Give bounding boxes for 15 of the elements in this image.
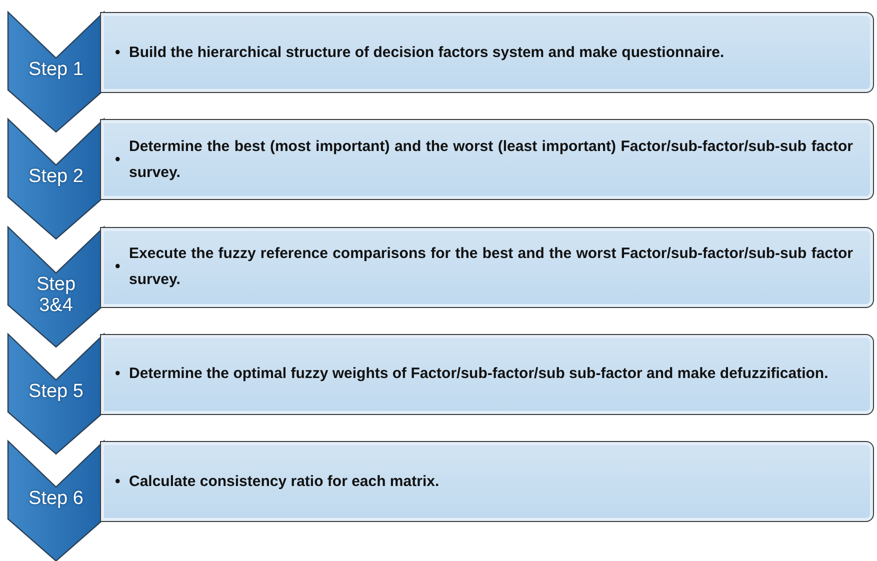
bullet-text: Determine the optimal fuzzy weights of Factor/sub-factor/sub sub-factor and make defuzzification. bbox=[129, 364, 828, 384]
step-label: Step 1 bbox=[28, 59, 84, 80]
step-label: Step 2 bbox=[28, 166, 84, 188]
bullet-point: • bbox=[115, 472, 122, 492]
step-label: Step 6 bbox=[28, 488, 84, 510]
bullet-point: • bbox=[115, 257, 122, 278]
bullet-text: Execute the fuzzy reference comparisons for the best and the worst Factor/sub-factor/sub-sub factor survey. bbox=[129, 244, 853, 290]
step-label: Step 5 bbox=[28, 380, 84, 402]
bullet-point: • bbox=[115, 42, 122, 62]
bullet-point: • bbox=[115, 150, 122, 170]
bullet-point: • bbox=[115, 364, 122, 384]
step-label: Step 3&4 bbox=[35, 274, 77, 316]
bullet-text: Determine the best (most important) and the worst (least important) Factor/sub-factor/sub-sub factor survey. bbox=[129, 136, 853, 183]
bullet-text: Calculate consistency ratio for each matrix. bbox=[129, 472, 440, 492]
bullet-text: Build the hierarchical structure of decision factors system and make questionnaire. bbox=[129, 42, 724, 62]
